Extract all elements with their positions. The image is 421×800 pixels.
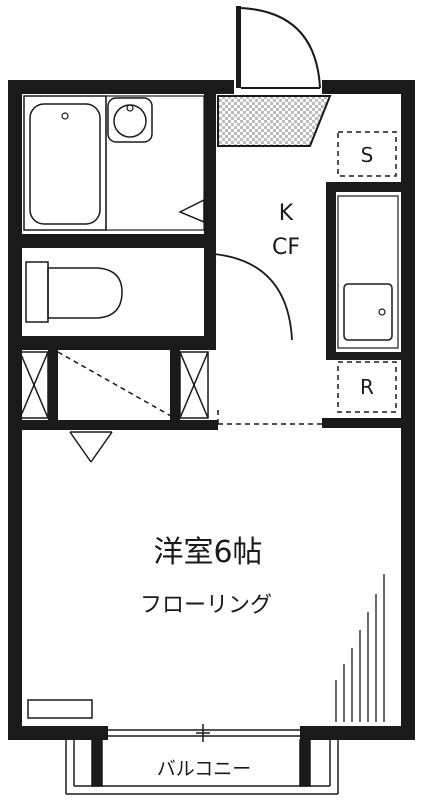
- window-lines: [335, 574, 385, 722]
- dashed-openings: [57, 351, 322, 425]
- storage-s-label: S: [361, 143, 374, 167]
- flooring-label: フローリング: [140, 593, 272, 618]
- storage-r-label: R: [360, 375, 374, 399]
- kitchen-label-2: CF: [272, 235, 300, 260]
- toilet-icon: [25, 261, 123, 323]
- room-door: [69, 431, 113, 463]
- balcony: [65, 739, 339, 795]
- air-conditioner-icon: [27, 699, 93, 719]
- kitchen-label-1: K: [279, 201, 294, 226]
- storage-s-box: S: [337, 131, 397, 177]
- balcony-label: バルコニー: [157, 758, 252, 780]
- western-room-label: 洋室6帖: [153, 535, 262, 570]
- balcony-window: [108, 724, 300, 742]
- bathtub-icon: [23, 95, 107, 231]
- storage-r-box: R: [337, 361, 397, 413]
- sink-icon: [337, 195, 399, 349]
- door-swing-icon: [213, 253, 293, 341]
- washbasin-icon: [105, 95, 205, 231]
- closet-posts: [48, 342, 180, 426]
- entrance-tile: [217, 95, 332, 147]
- interior-walls: [18, 92, 404, 430]
- entrance-door: [236, 6, 321, 89]
